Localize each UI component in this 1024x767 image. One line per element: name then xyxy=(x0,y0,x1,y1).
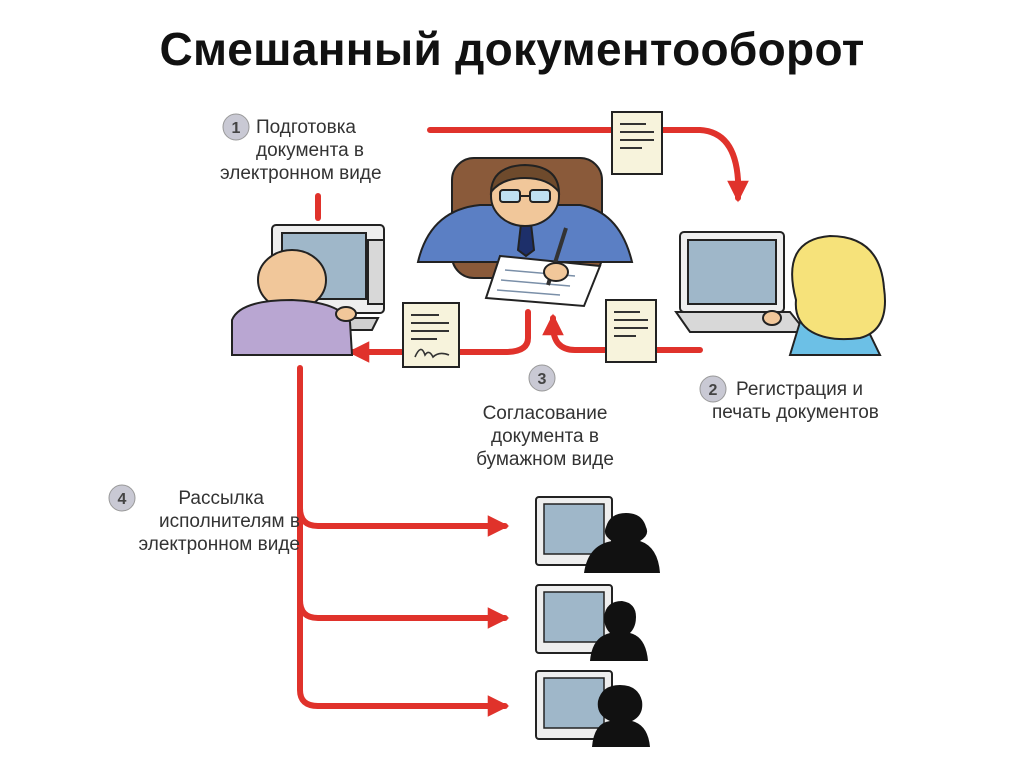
left-user-workstation xyxy=(231,224,385,356)
manager-hand xyxy=(543,262,569,282)
recipient-1 xyxy=(535,496,660,573)
step-2-line-2: печать документов xyxy=(712,402,879,423)
manager-desk-paper xyxy=(484,254,602,308)
signature-icon xyxy=(414,348,450,359)
svg-text:2: 2 xyxy=(709,382,718,399)
right-user-workstation xyxy=(674,231,886,356)
laptop-base xyxy=(674,311,809,333)
step-3-caption: Согласование документа в бумажном виде xyxy=(450,402,640,471)
arrow-to-recipient-1 xyxy=(297,505,510,537)
step-badge-1: 1 xyxy=(222,113,250,141)
step-4-line-3: электронном виде xyxy=(138,534,300,555)
step-1-line-1: Подготовка xyxy=(256,117,357,138)
left-user-body xyxy=(231,298,354,356)
arrow-manager-to-user xyxy=(347,309,531,363)
arrow-register-to-manager xyxy=(542,313,703,353)
arrow-distribution-trunk xyxy=(297,365,321,709)
left-monitor-side xyxy=(367,239,385,305)
step-4-caption: Рассылка исполнителям в электронном виде xyxy=(90,487,300,556)
svg-text:4: 4 xyxy=(118,491,127,508)
svg-text:3: 3 xyxy=(538,371,547,388)
step-3-line-3: бумажном виде xyxy=(476,449,614,470)
recipient-2 xyxy=(535,584,648,661)
step-1-line-3: электронном виде xyxy=(220,163,382,184)
step-badge-3: 3 xyxy=(528,364,556,392)
woman-hand xyxy=(762,310,782,326)
step-4-line-1: Рассылка xyxy=(178,488,264,509)
manager-hair xyxy=(489,163,561,196)
recipient-3-silhouette-icon xyxy=(592,685,650,747)
step-1-caption: Подготовка документа в электронном виде xyxy=(220,116,382,185)
document-right xyxy=(605,299,657,363)
step-3-line-2: документа в xyxy=(490,426,600,447)
document-top xyxy=(611,111,663,175)
flow-arrows xyxy=(297,127,749,717)
recipient-3 xyxy=(535,670,650,747)
laptop-screen xyxy=(687,239,777,305)
arrow-prepare-to-register xyxy=(427,127,749,203)
manager-figure xyxy=(416,157,634,308)
step-4-line-2: исполнителям в xyxy=(159,511,300,532)
recipient-1-silhouette-icon xyxy=(584,513,660,573)
arrow-to-recipient-2 xyxy=(297,597,510,629)
step-badge-2: 2 xyxy=(699,375,727,403)
step-2-line-1: Регистрация и xyxy=(736,379,863,400)
step-3-line-1: Согласование xyxy=(482,403,608,424)
document-signed xyxy=(402,302,460,368)
woman-hair xyxy=(791,234,886,341)
page-title: Смешанный документооборот xyxy=(159,23,865,75)
svg-text:1: 1 xyxy=(232,120,241,137)
step-badge-4: 4 xyxy=(108,484,136,512)
recipient-2-silhouette-icon xyxy=(590,601,648,661)
glasses-icon xyxy=(499,189,551,203)
step-2-caption: Регистрация и печать документов xyxy=(712,378,879,424)
left-user-hand xyxy=(335,306,357,322)
step-1-line-2: документа в xyxy=(256,140,365,161)
